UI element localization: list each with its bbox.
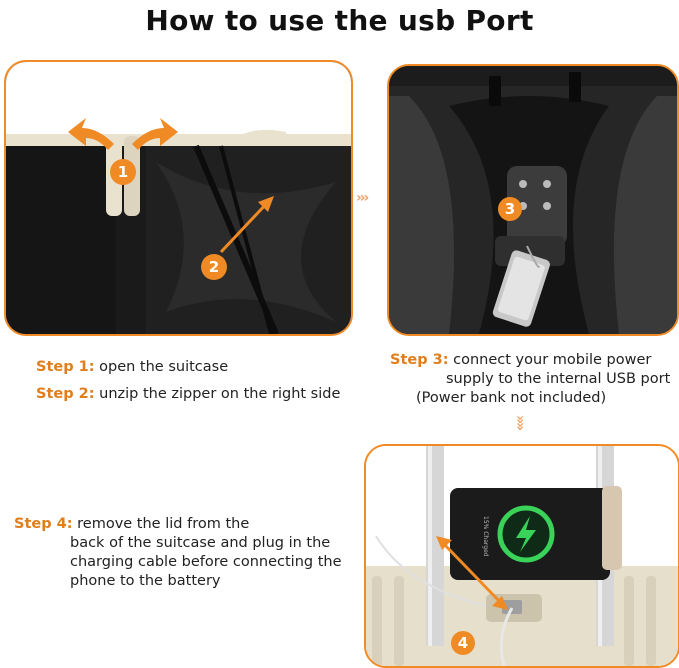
step-4-badge: 4: [451, 631, 475, 655]
step-4-line-3: charging cable before connecting the: [70, 554, 342, 570]
step-4-label: Step 4:: [14, 516, 73, 532]
step-3-text: Step 3: connect your mobile power: [390, 351, 651, 370]
step-1-description: open the suitcase: [99, 359, 229, 375]
step-3-line-1: connect your mobile power: [453, 352, 652, 368]
step-4-line-2: back of the suitcase and plug in the: [70, 535, 331, 551]
svg-text:4: 4: [458, 634, 468, 652]
charging-photo: 15% Charged 4: [364, 444, 679, 668]
step-2-label: Step 2:: [36, 386, 95, 402]
open-suitcase-photo: 1 2: [4, 60, 353, 336]
step-2-description: unzip the zipper on the right side: [99, 386, 341, 402]
step-4-line-1: remove the lid from the: [77, 516, 250, 532]
step-1-badge: 1: [110, 159, 136, 185]
step-2-text: Step 2: unzip the zipper on the right si…: [36, 385, 340, 404]
step-4-text: Step 4: remove the lid from the: [14, 515, 249, 534]
connector-arrows-down: »»: [512, 414, 529, 430]
svg-text:2: 2: [209, 258, 219, 276]
step-1-label: Step 1:: [36, 359, 95, 375]
step-3-label: Step 3:: [390, 352, 449, 368]
step-1-text: Step 1: open the suitcase: [36, 358, 228, 377]
connector-arrows-right: ›››: [356, 190, 369, 206]
usb-port-photo: 3: [387, 64, 679, 336]
svg-text:1: 1: [118, 163, 128, 181]
step-3-line-3: (Power bank not included): [416, 390, 607, 406]
step-2-badge: 2: [201, 254, 227, 280]
step-4-line-4: phone to the battery: [70, 573, 221, 589]
phone-screen-text: 15% Charged: [482, 516, 489, 557]
step-3-line-2: supply to the internal USB port: [446, 371, 671, 387]
step-3-badge: 3: [498, 197, 522, 221]
svg-text:3: 3: [505, 200, 515, 218]
page-title: How to use the usb Port: [145, 4, 534, 37]
